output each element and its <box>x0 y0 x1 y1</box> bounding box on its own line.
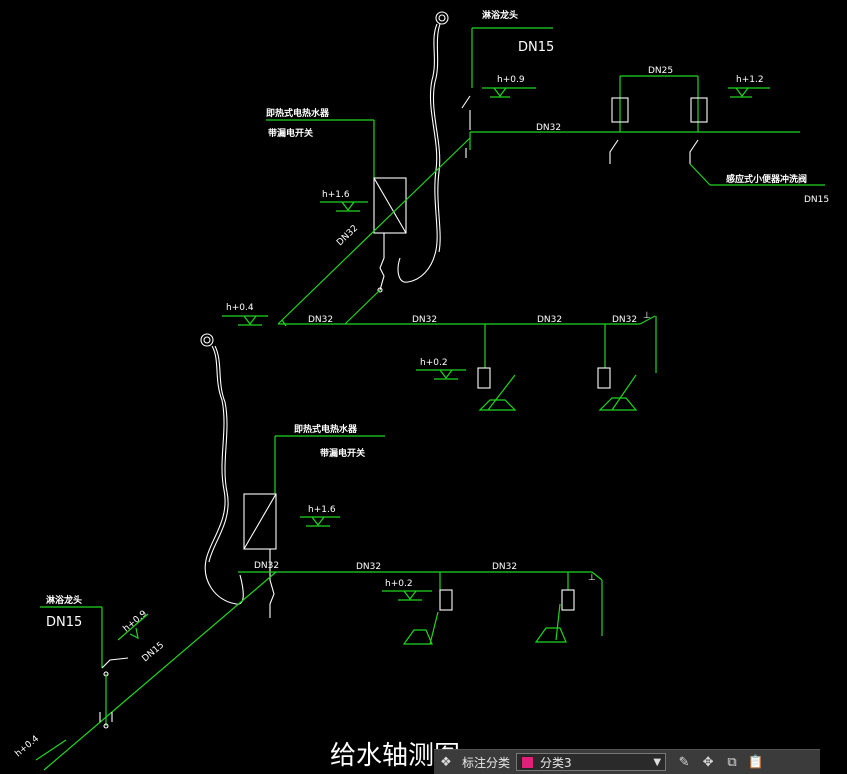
branch-pipe <box>344 289 381 325</box>
branch-pipe <box>487 374 516 411</box>
flush-valve-icon <box>611 97 629 123</box>
valve-symbol <box>461 95 471 109</box>
water-heater-top-icon <box>373 177 407 234</box>
elevation-label: h+0.4 <box>226 303 254 313</box>
toilet-valve-icon <box>561 589 575 611</box>
dn32-label-b1: DN32 <box>254 561 279 571</box>
dn15-label-top: DN15 <box>518 40 554 55</box>
toilet-icon <box>402 629 433 645</box>
elevation-label: h+0.2 <box>420 358 448 368</box>
dn32-label-m1: DN32 <box>308 315 333 325</box>
valve-mark: ⊥ <box>643 311 651 321</box>
dn32-label-b2: DN32 <box>356 562 381 572</box>
elevation-label: h+0.9 <box>122 609 150 635</box>
branch-pipe <box>555 603 561 641</box>
elevation-line <box>35 739 67 761</box>
water-heater-bottom-icon <box>243 493 277 550</box>
elevation-marker <box>311 516 325 526</box>
fitting-node <box>103 723 109 729</box>
valve-symbol <box>101 657 129 669</box>
switch-label-bottom: 带漏电开关 <box>320 447 365 459</box>
dn32-label-top: DN32 <box>536 123 561 133</box>
edit-icon[interactable]: ✎ <box>678 754 690 770</box>
dn32-label-m4: DN32 <box>612 315 637 325</box>
toilet-icon <box>534 627 567 643</box>
shower-head-top-icon <box>397 11 449 283</box>
elevation-label: h+1.6 <box>308 505 336 515</box>
elevation-marker <box>735 87 749 97</box>
elevation-marker <box>129 627 139 640</box>
dn32-label-diag: DN32 <box>335 224 360 249</box>
elevation-label: h+0.4 <box>14 734 42 760</box>
elevation-label: h+0.2 <box>385 579 413 589</box>
fitting-node <box>377 287 383 293</box>
dn15-label-diag: DN15 <box>141 640 167 664</box>
category-select[interactable]: 分类3 ▼ <box>516 753 667 771</box>
dn32-label-m3: DN32 <box>537 315 562 325</box>
chevron-down-icon: ▼ <box>653 756 662 768</box>
heater-label-bottom: 即热式电热水器 <box>294 423 358 435</box>
valve-mark: ⊥ <box>588 573 596 583</box>
valve-stem <box>609 139 619 164</box>
dn25-label: DN25 <box>648 66 673 76</box>
heater-outlet-pipe <box>379 233 385 291</box>
toilet-valve-icon <box>439 589 453 611</box>
elevation-line <box>117 613 149 641</box>
toilet-valve-icon <box>477 367 491 389</box>
elevation-marker <box>439 369 453 379</box>
elevation-marker <box>341 201 355 211</box>
paste-icon[interactable]: 📋 <box>747 754 765 770</box>
heater-label-top: 即热式电热水器 <box>266 107 330 119</box>
elevation-marker <box>493 87 507 97</box>
leader-line <box>689 163 711 186</box>
elevation-label: h+0.9 <box>497 75 525 85</box>
elevation-label: h+1.2 <box>736 75 764 85</box>
annotation-category-label: 标注分类 <box>462 755 511 770</box>
dn32-label-b3: DN32 <box>492 562 517 572</box>
flush-valve-label: 感应式小便器冲洗阀 <box>726 173 807 185</box>
diagonal-pipe-lower <box>43 571 277 771</box>
switch-label-top: 带漏电开关 <box>268 127 313 139</box>
layers-icon[interactable]: ❖ <box>440 754 452 770</box>
dn15-label-bottom: DN15 <box>46 615 82 630</box>
elevation-label: h+1.6 <box>322 190 350 200</box>
annotation-toolbar: ❖ 标注分类 分类3 ▼ ✎ ✥ ⧉ 📋 <box>434 749 820 774</box>
toilet-icon <box>478 399 517 411</box>
dn32-label-m2: DN32 <box>412 315 437 325</box>
category-color-swatch <box>521 755 535 769</box>
copy-icon[interactable]: ⧉ <box>727 754 737 770</box>
flush-valve-icon <box>690 97 708 123</box>
shower-label-top: 淋浴龙头 <box>482 9 518 21</box>
pipe-break <box>281 319 287 327</box>
branch-pipe <box>611 374 637 411</box>
diagonal-pipe <box>277 137 471 325</box>
branch-pipe <box>591 571 603 581</box>
branch-pipe <box>639 315 656 325</box>
elevation-marker <box>403 590 417 600</box>
move-icon[interactable]: ✥ <box>702 754 714 770</box>
branch-pipe <box>429 611 439 645</box>
category-select-value: 分类3 <box>540 755 572 770</box>
toilet-valve-icon <box>597 367 611 389</box>
elevation-marker <box>243 315 257 325</box>
shower-label-bottom: 淋浴龙头 <box>46 594 82 606</box>
heater-outlet-pipe <box>269 549 275 618</box>
valve-stem <box>689 139 699 164</box>
shower-head-bottom-icon <box>200 333 244 605</box>
dn15-label-right: DN15 <box>804 195 829 205</box>
toilet-icon <box>598 397 638 411</box>
